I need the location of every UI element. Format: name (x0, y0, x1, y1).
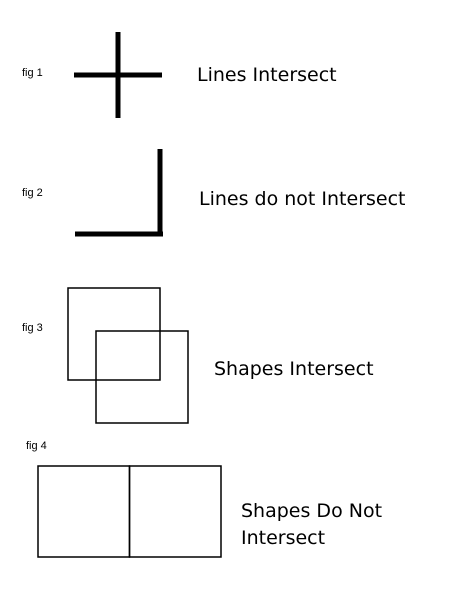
fig-3-square-back (67, 287, 161, 381)
fig-2-caption: Lines do not Intersect (199, 188, 406, 210)
fig-3-label: fig 3 (22, 322, 43, 334)
fig-2-group: fig 2 Lines do not Intersect (22, 149, 406, 237)
fig-4-group: fig 4 Shapes Do Not Intersect (26, 440, 382, 558)
fig-3-group: fig 3 Shapes Intersect (22, 287, 374, 424)
fig-1-caption: Lines Intersect (197, 64, 337, 86)
fig-3-caption: Shapes Intersect (214, 358, 374, 380)
fig-4-caption-line-1: Shapes Do Not (241, 500, 382, 522)
fig-1-group: fig 1 Lines Intersect (22, 32, 337, 118)
fig-1-label: fig 1 (22, 67, 43, 79)
fig-3-square-front (95, 330, 189, 424)
fig-4-square-left (37, 465, 131, 558)
fig-4-label: fig 4 (26, 440, 47, 452)
fig-2-label: fig 2 (22, 187, 43, 199)
fig-4-square-right (128, 465, 222, 558)
fig-4-caption-line-2: Intersect (241, 527, 325, 549)
